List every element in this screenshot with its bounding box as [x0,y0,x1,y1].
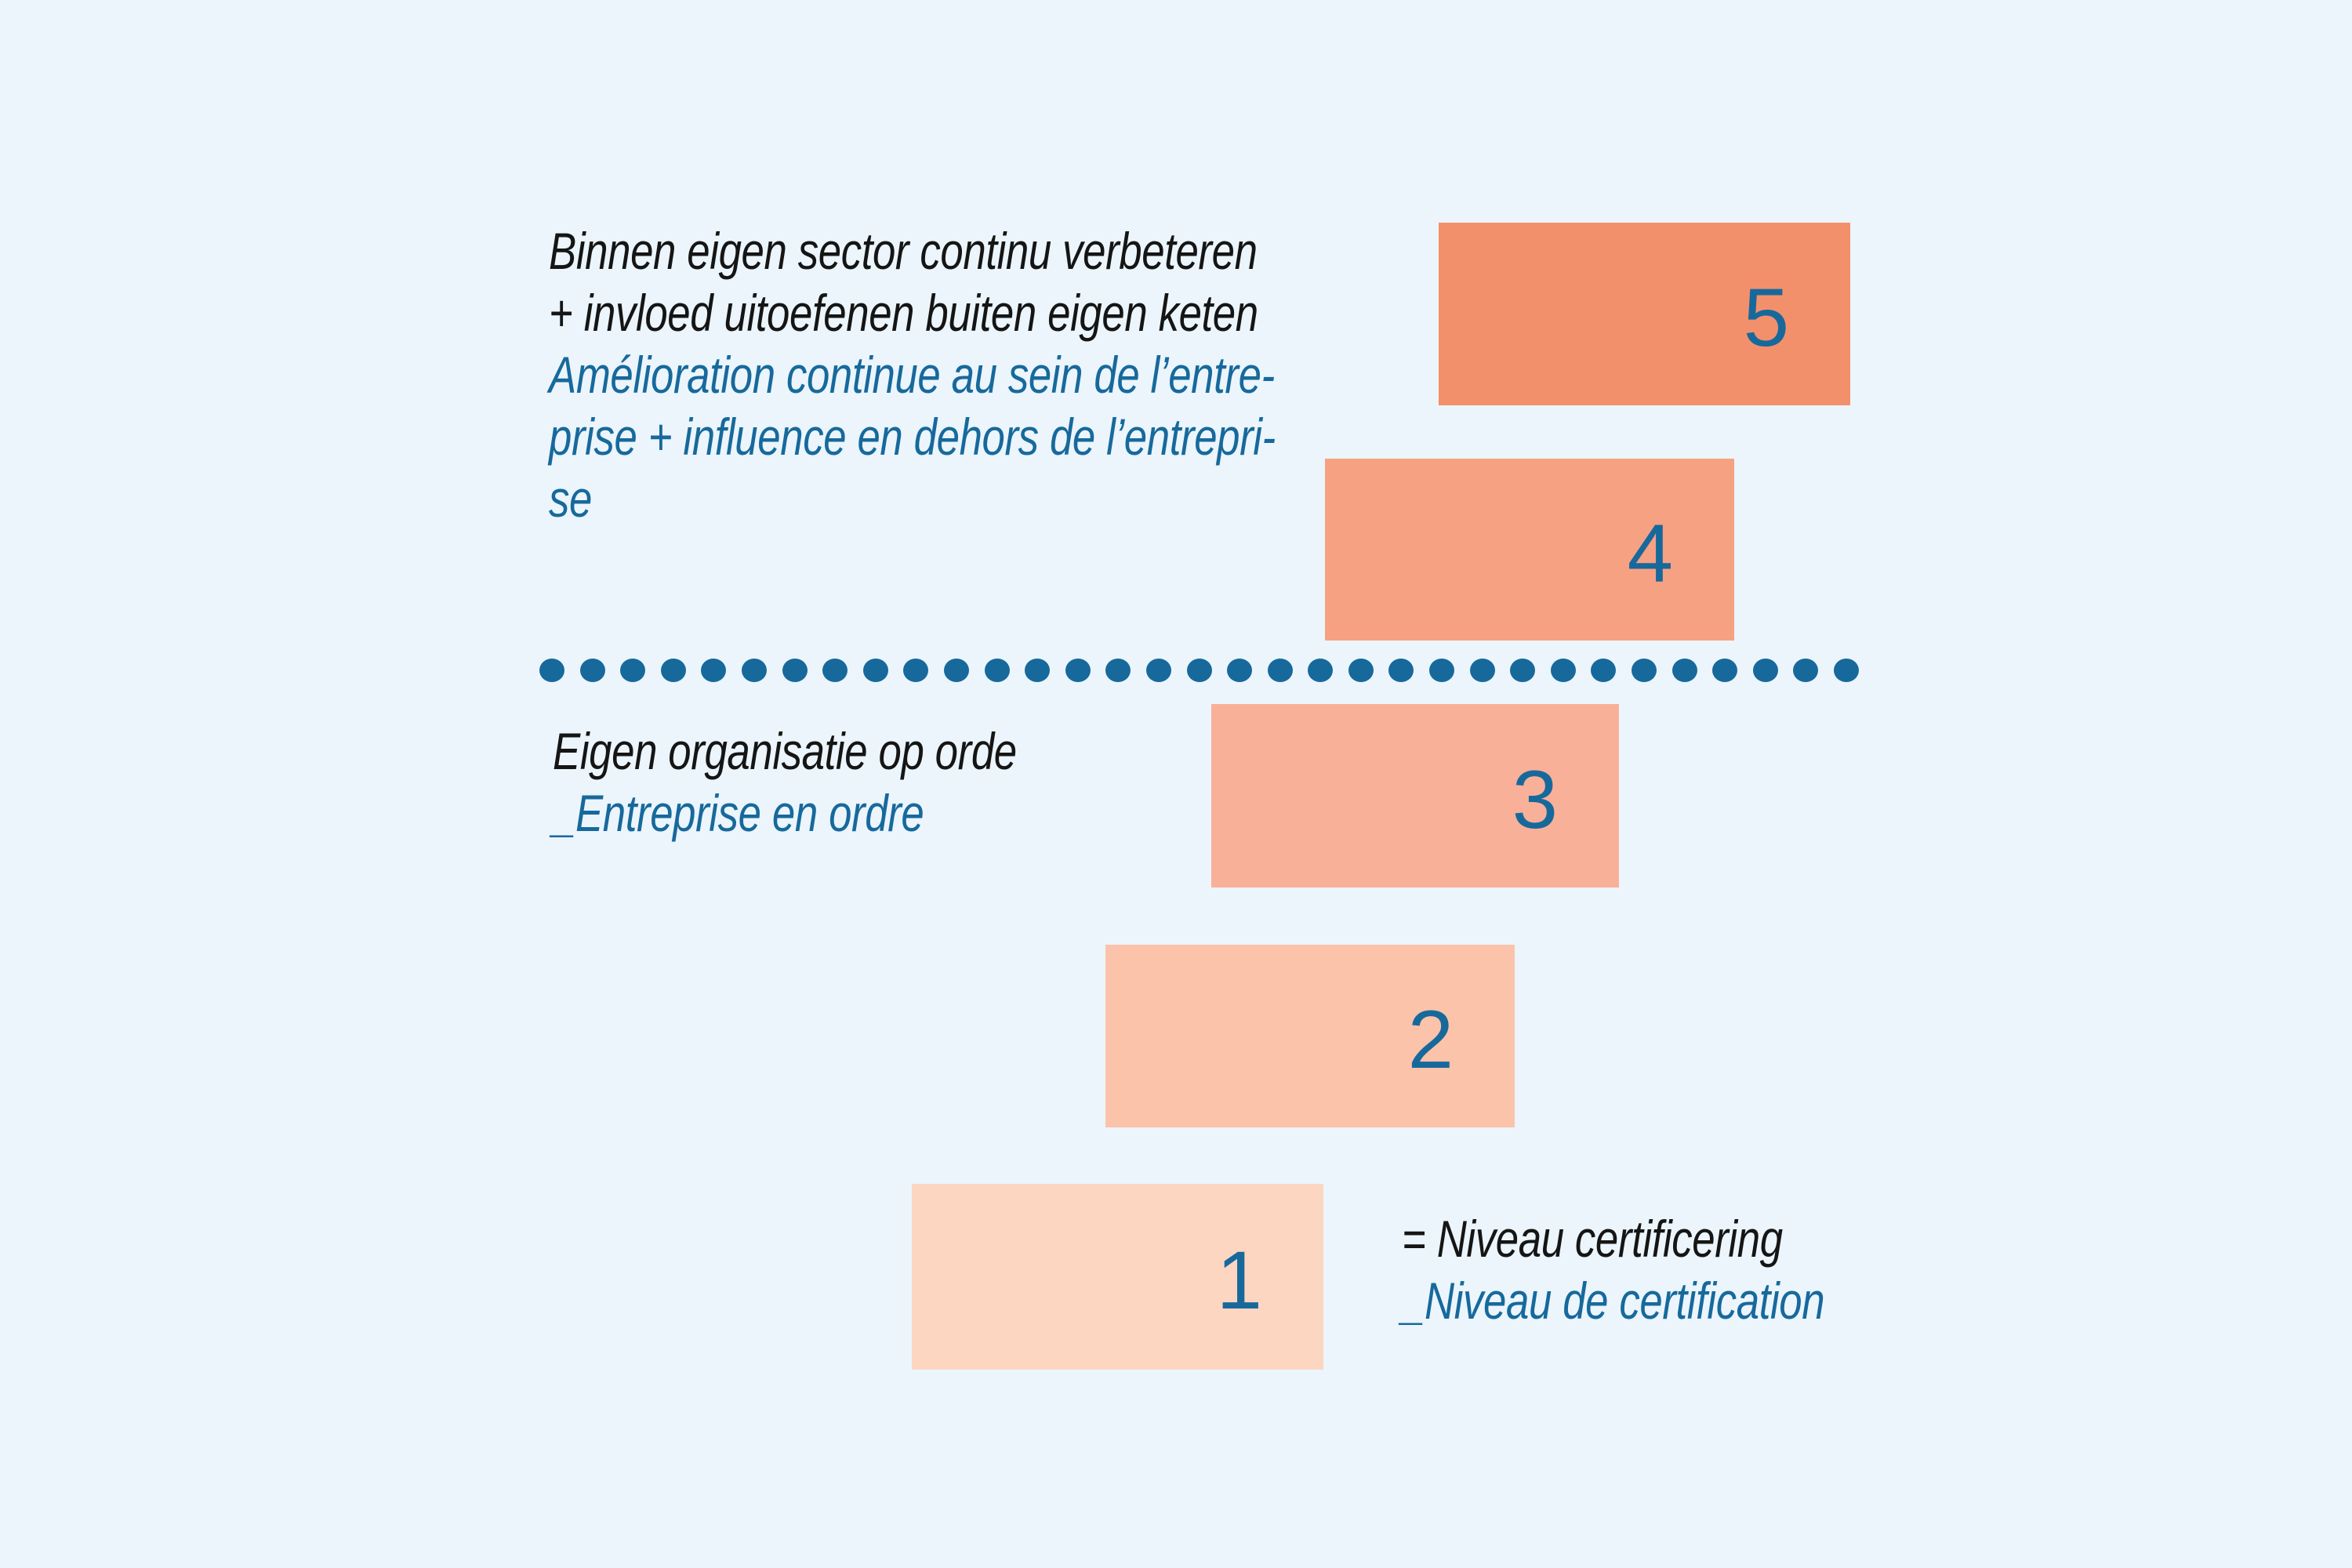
separator-dot [1388,659,1414,682]
separator-dot [1227,659,1253,682]
separator-dot [579,659,605,682]
separator-dot [1591,659,1617,682]
separator-dot [1065,659,1091,682]
legend-note-line-fr: _Niveau de certification [1402,1272,1825,1330]
legend-note-line-nl: = Niveau certificering [1402,1210,1783,1268]
level-number-4: 4 [1627,507,1673,600]
separator-dot [1145,659,1171,682]
legend-note: = Niveau certificering _Niveau de certif… [1402,1208,1825,1332]
separator-dot [1712,659,1738,682]
separator-dot [862,659,888,682]
separator-dot [1105,659,1131,682]
level-number-3: 3 [1512,753,1558,846]
separator-dot [1793,659,1819,682]
separator-dot [1671,659,1697,682]
separator-dot [1186,659,1212,682]
level-block-4: 4 [1325,459,1734,641]
separator-dot [701,659,727,682]
top-note-line-fr-2: prise + influence en dehors de l’entrepr… [549,408,1276,466]
separator-dot [1308,659,1334,682]
level-block-5: 5 [1439,223,1850,405]
separator-dot [1025,659,1051,682]
middle-note-line-fr: _Entreprise en ordre [553,784,924,842]
top-note: Binnen eigen sector continu verbeteren +… [549,220,1276,530]
middle-note-line-nl: Eigen organisatie op orde [553,722,1017,780]
separator-dot [1510,659,1536,682]
separator-dot [741,659,767,682]
level-block-2: 2 [1105,945,1515,1127]
separator-dot [1632,659,1657,682]
separator-dot [1469,659,1495,682]
top-note-line-nl-1: Binnen eigen sector continu verbeteren [549,222,1258,280]
separator-dot [1834,659,1859,682]
separator-dot [1550,659,1576,682]
middle-note: Eigen organisatie op orde _Entreprise en… [553,720,1017,844]
top-note-line-fr-1: Amélioration continue au sein de l’entre… [549,346,1275,404]
separator-dot [539,659,564,682]
separator-dot [1429,659,1455,682]
separator-dot [1267,659,1293,682]
level-block-3: 3 [1211,704,1619,887]
top-note-line-fr-3: se [549,470,592,528]
separator-dot [822,659,848,682]
separator-dot [903,659,929,682]
separator-dot [1348,659,1374,682]
separator-dot [782,659,808,682]
separator-dot [620,659,646,682]
level-number-1: 1 [1216,1235,1262,1327]
dotted-separator-line [539,659,1859,682]
separator-dot [943,659,969,682]
level-number-5: 5 [1743,272,1789,364]
separator-dot [660,659,686,682]
separator-dot [1752,659,1778,682]
separator-dot [984,659,1010,682]
top-note-line-nl-2: + invloed uitoefenen buiten eigen keten [549,284,1258,342]
level-number-2: 2 [1407,994,1454,1086]
level-block-1: 1 [912,1184,1323,1370]
